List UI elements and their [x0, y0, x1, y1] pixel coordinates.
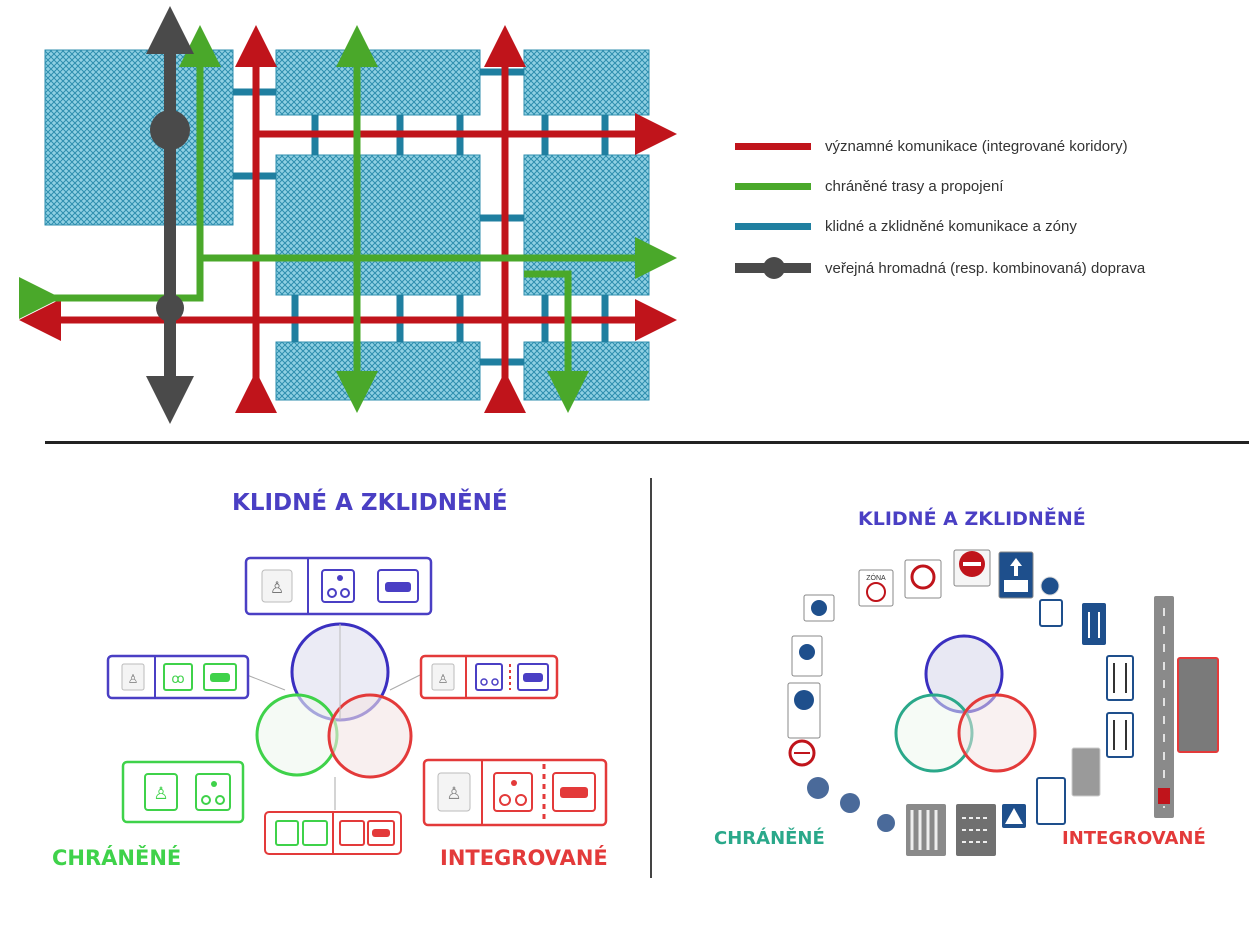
lane-sign-icon	[1106, 712, 1134, 758]
pedestrian-icon	[121, 663, 145, 691]
cyclist-icon	[163, 663, 193, 691]
left-venn-top-title: KLIDNÉ A ZKLIDNĚNÉ	[232, 490, 508, 516]
panel-protected-integrated	[264, 811, 402, 855]
panel-integrated: ♙	[422, 758, 608, 827]
protected-routes	[19, 25, 677, 413]
lane-sign-icon	[1106, 655, 1134, 701]
panel-calm-top: ♙	[244, 556, 433, 616]
zone-sign-text: ZÓNA	[866, 573, 886, 582]
block	[275, 341, 481, 401]
pedestrian-icon	[431, 663, 455, 691]
legend-label: klidné a zklidněné komunikace a zóny	[825, 217, 1077, 235]
green-line-icon	[735, 182, 811, 190]
cyclist-icon	[339, 820, 365, 846]
venn-circle-protected	[255, 693, 339, 777]
major-roads	[19, 25, 677, 413]
tram-corridor-icon	[1154, 596, 1174, 818]
public-transit-line	[146, 6, 194, 424]
venn-circle-integrated	[327, 693, 413, 779]
block	[523, 341, 650, 401]
block	[275, 49, 481, 116]
svg-text:♙: ♙	[446, 784, 461, 804]
transit-stop	[156, 294, 184, 322]
dead-end-sign-icon	[1039, 599, 1063, 627]
pedestrian-icon	[275, 820, 299, 846]
svg-text:♙: ♙	[270, 578, 284, 597]
right-venn-left-title: CHRÁNĚNÉ	[714, 828, 825, 849]
panel-protected: ♙	[121, 760, 245, 824]
blue-line-icon	[735, 222, 811, 230]
cyclist-icon	[321, 569, 355, 603]
cyclist-icon	[493, 772, 533, 812]
road-section-icon	[1177, 657, 1219, 753]
svg-text:♙: ♙	[438, 672, 449, 686]
cyclist-icon	[302, 820, 328, 846]
svg-text:ꝏ: ꝏ	[171, 672, 184, 687]
venn-circles	[894, 634, 1037, 773]
svg-text:♙: ♙	[128, 672, 139, 686]
legend-label: významné komunikace (integrované koridor…	[825, 137, 1128, 155]
pedestrian-icon	[437, 772, 471, 812]
legend-label: chráněné trasy a propojení	[825, 177, 1004, 195]
block	[275, 154, 481, 296]
round-sign-icon	[807, 777, 829, 799]
transit-stop	[150, 110, 190, 150]
bike-lane-sign-icon	[1036, 777, 1066, 825]
city-blocks	[44, 49, 650, 401]
svg-text:♙: ♙	[153, 784, 168, 804]
round-sign-icon	[877, 814, 895, 832]
pedestrian-icon	[144, 773, 178, 811]
block	[44, 49, 234, 226]
traffic-signs: ZÓNA	[787, 549, 1219, 856]
right-venn-top-title: KLIDNÉ A ZKLIDNĚNÉ	[858, 508, 1086, 530]
street-network-diagram	[19, 6, 677, 424]
cyclist-icon	[475, 663, 503, 691]
left-venn-diagram: ♙ ♙ ꝏ ♙ ♙	[106, 556, 608, 855]
cyclist-icon	[195, 773, 231, 811]
red-line-icon	[735, 142, 811, 150]
horizontal-divider	[45, 441, 1249, 444]
round-sign-icon	[1040, 576, 1060, 596]
transit-line-icon	[735, 257, 811, 279]
venn-circle-integrated	[957, 693, 1037, 773]
legend-item-transit: veřejná hromadná (resp. kombinovaná) dop…	[735, 254, 1145, 282]
legend-label: veřejná hromadná (resp. kombinovaná) dop…	[825, 259, 1146, 277]
pedestrian-icon	[261, 569, 293, 603]
round-sign-icon	[840, 793, 860, 813]
legend-item-major: významné komunikace (integrované koridor…	[735, 132, 1128, 160]
left-venn-right-title: INTEGROVANÉ	[440, 846, 608, 870]
block	[523, 49, 650, 116]
right-venn-right-title: INTEGROVANÉ	[1062, 828, 1206, 849]
road-section-icon	[1071, 747, 1101, 797]
legend-item-calm: klidné a zklidněné komunikace a zóny	[735, 212, 1077, 240]
venn-circles	[255, 622, 413, 779]
panel-calm-protected: ♙ ꝏ	[106, 654, 250, 700]
panel-calm-integrated: ♙	[419, 654, 559, 700]
legend-item-protected: chráněné trasy a propojení	[735, 172, 1003, 200]
vertical-divider	[650, 478, 652, 878]
left-venn-left-title: CHRÁNĚNÉ	[52, 846, 182, 870]
right-venn-diagram: ZÓNA	[787, 549, 1219, 856]
lane-sign-icon	[1082, 603, 1106, 645]
